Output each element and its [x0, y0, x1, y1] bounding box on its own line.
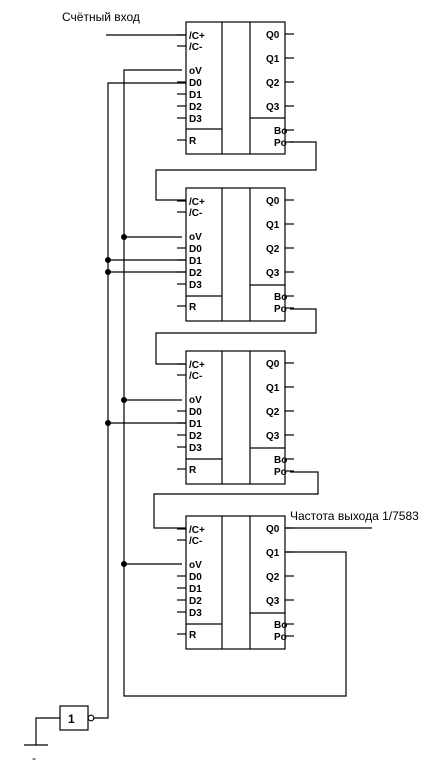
pin-label-po: Po: [274, 304, 287, 315]
pin-label-d2: D2: [189, 596, 202, 607]
pin-label-c: /C+: [189, 197, 205, 208]
constant-gate-label: 1: [68, 712, 75, 726]
pin-label-ov: oV: [189, 232, 202, 243]
counter-3: [185, 350, 286, 485]
pin-label-d3: D3: [189, 608, 202, 619]
pin-label-po: Po: [274, 138, 287, 149]
pin-label-bo: Bo: [274, 620, 287, 631]
pin-label-r: R: [189, 302, 197, 313]
pin-label-bo: Bo: [274, 455, 287, 466]
junction-dot: [121, 234, 127, 240]
inversion-bubble: [87, 714, 95, 722]
pin-label-c: /C+: [189, 360, 205, 371]
pin-label-d2: D2: [189, 102, 202, 113]
pin-label-q0: Q0: [266, 524, 280, 535]
pin-label-q3: Q3: [266, 596, 280, 607]
pin-label-r: R: [189, 136, 197, 147]
pin-label-c: /C-: [189, 208, 202, 219]
pin-label-r: R: [189, 630, 197, 641]
pin-label-c: /C+: [189, 525, 205, 536]
pin-label-d0: D0: [189, 407, 202, 418]
pin-label-c: /C-: [189, 371, 202, 382]
cascade-wire-2: [155, 308, 317, 365]
pin-label-q0: Q0: [266, 359, 280, 370]
junction-dot: [105, 257, 111, 263]
pin-label-d0: D0: [189, 572, 202, 583]
pin-label-d1: D1: [189, 256, 202, 267]
pin-label-q2: Q2: [266, 244, 280, 255]
pin-label-c: /C-: [189, 42, 202, 53]
input-label: Счётный вход: [62, 10, 140, 24]
pin-label-po: Po: [274, 632, 287, 643]
output-label: Частота выхода 1/7583: [290, 509, 419, 523]
pin-label-q3: Q3: [266, 102, 280, 113]
pin-label-ov: oV: [189, 66, 202, 77]
pin-label-d2: D2: [189, 431, 202, 442]
pin-label-c: /C-: [189, 536, 202, 547]
pin-label-d0: D0: [189, 244, 202, 255]
pin-label-d0: D0: [189, 78, 202, 89]
constant-gate: 1: [59, 705, 95, 731]
pin-label-bo: Bo: [274, 126, 287, 137]
pin-label-c: /C+: [189, 31, 205, 42]
pin-label-d3: D3: [189, 443, 202, 454]
junction-dot: [105, 269, 111, 275]
pin-label-q2: Q2: [266, 572, 280, 583]
feedback-loop-wire: [123, 69, 347, 697]
junction-dot: [121, 561, 127, 567]
cascade-wire-1: [155, 141, 317, 201]
counter-2: [185, 187, 286, 322]
pin-label-q0: Q0: [266, 196, 280, 207]
pin-label-q2: Q2: [266, 407, 280, 418]
pin-label-d1: D1: [189, 584, 202, 595]
pin-label-d3: D3: [189, 280, 202, 291]
pin-label-q3: Q3: [266, 268, 280, 279]
pin-label-r: R: [189, 465, 197, 476]
pin-label-q2: Q2: [266, 78, 280, 89]
pin-label-ov: oV: [189, 560, 202, 571]
counter-4: [185, 515, 286, 650]
pin-label-q0: Q0: [266, 30, 280, 41]
constant-bus-wire: [94, 82, 186, 719]
ground-symbol: -: [24, 717, 60, 765]
pin-label-d1: D1: [189, 90, 202, 101]
junction-dot: [105, 420, 111, 426]
pin-label-d1: D1: [189, 419, 202, 430]
pin-label-bo: Bo: [274, 292, 287, 303]
counter-1: [185, 21, 286, 155]
pin-label-q1: Q1: [266, 220, 280, 231]
junction-dot: [121, 397, 127, 403]
pin-label-q3: Q3: [266, 431, 280, 442]
cascade-wire-3: [153, 471, 319, 529]
pin-label-po: Po: [274, 467, 287, 478]
pin-label-q1: Q1: [266, 383, 280, 394]
pin-label-q1: Q1: [266, 54, 280, 65]
pin-label-d3: D3: [189, 114, 202, 125]
pin-label-q1: Q1: [266, 548, 280, 559]
pin-label-ov: oV: [189, 395, 202, 406]
pin-label-d2: D2: [189, 268, 202, 279]
ground-label: -: [32, 751, 36, 765]
